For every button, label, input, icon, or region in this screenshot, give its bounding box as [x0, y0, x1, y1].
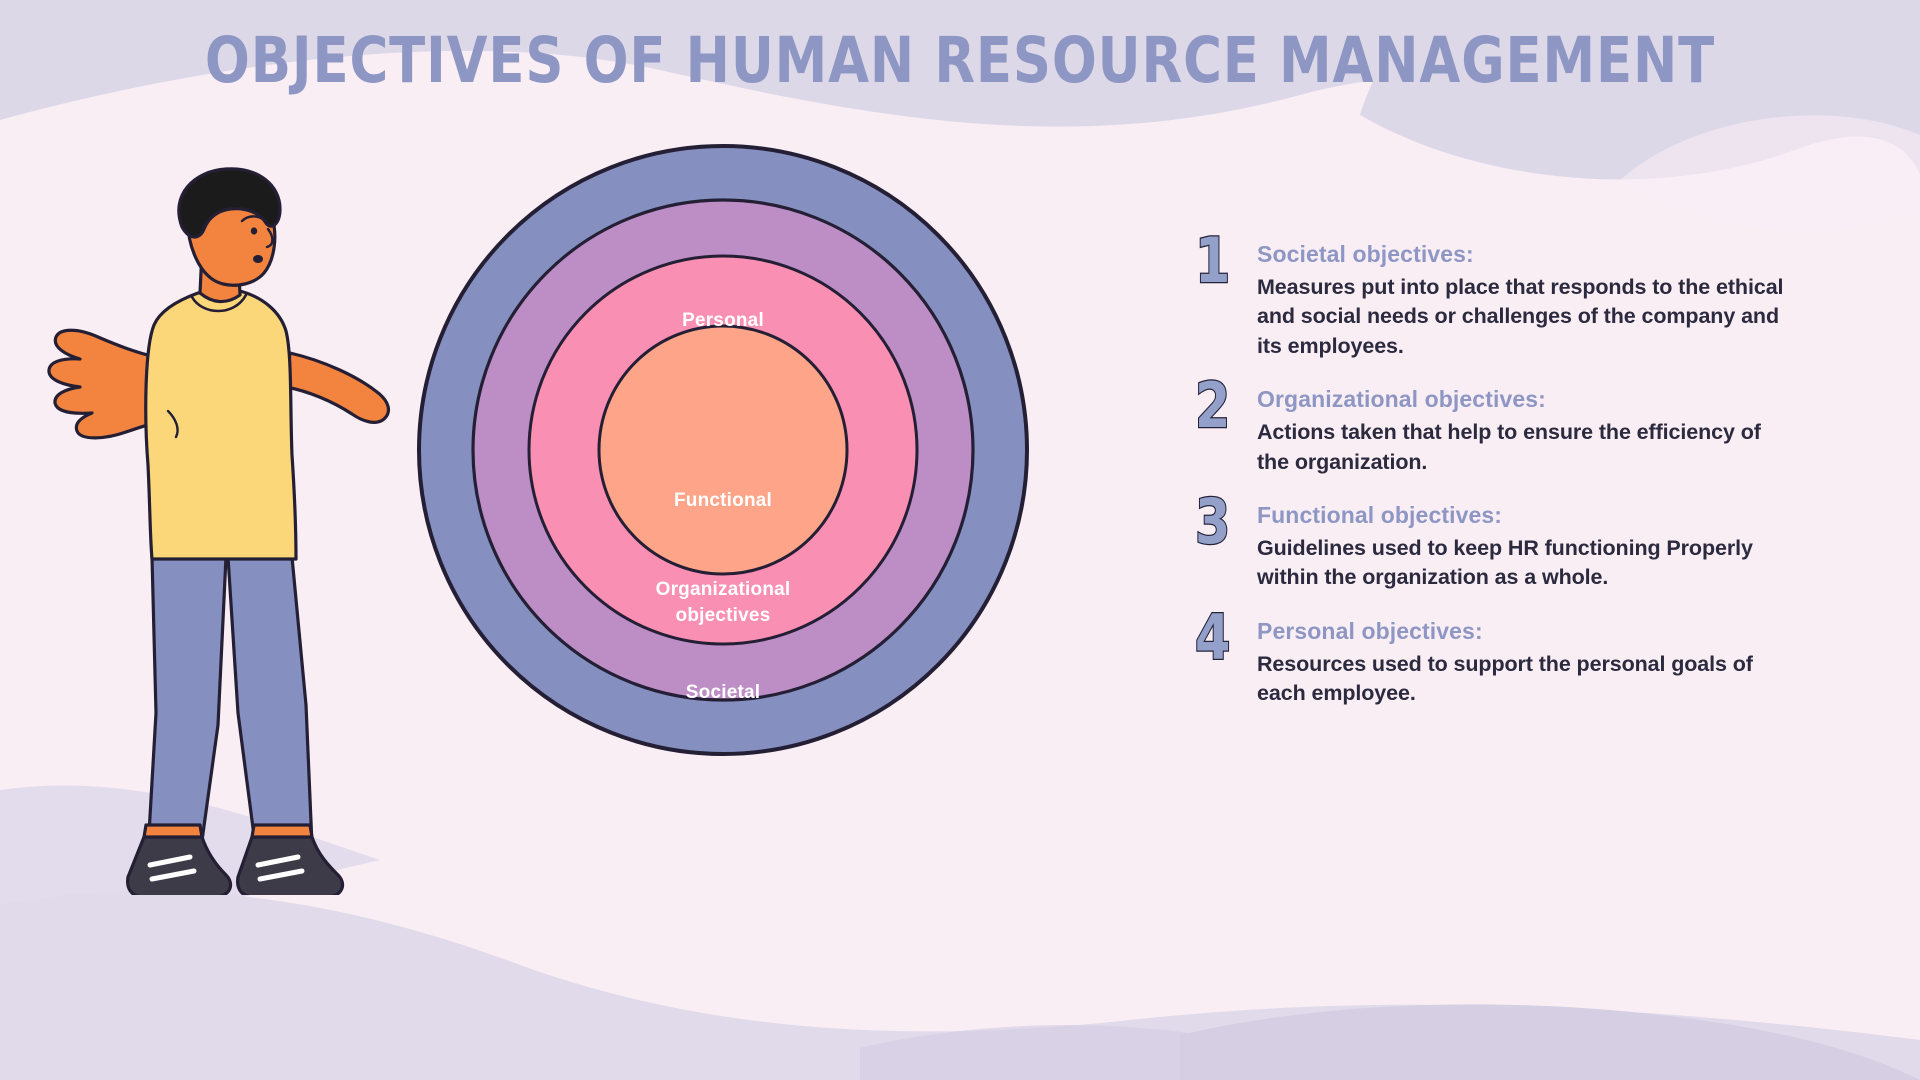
list-number-3: 3 — [1194, 485, 1231, 559]
hair — [177, 167, 282, 239]
mouth — [253, 255, 263, 263]
list-number-4: 4 — [1194, 600, 1231, 674]
list-text-1: Measures put into place that responds to… — [1257, 274, 1784, 358]
eyebrow — [240, 215, 266, 223]
list-text-4: Resources used to support the personal g… — [1257, 651, 1753, 706]
ring-circles-svg — [417, 144, 1029, 756]
list-item-body: Organizational objectives: Actions taken… — [1253, 385, 1795, 477]
right-arm — [284, 351, 391, 424]
eye — [250, 227, 258, 235]
list-number-2: 2 — [1194, 369, 1231, 443]
list-heading-2: Organizational objectives: — [1257, 386, 1546, 413]
page-title: OBJECTIVES OF HUMAN RESOURCE MANAGEMENT — [204, 24, 1716, 97]
pocket-detail — [166, 409, 179, 439]
list-item-body: Personal objectives: Resources used to s… — [1253, 617, 1795, 709]
left-shoe — [126, 835, 233, 895]
shirt — [144, 289, 298, 561]
list-text-2: Actions taken that help to ensure the ef… — [1257, 420, 1761, 474]
list-heading-4: Personal objectives: — [1257, 617, 1483, 644]
list-text-3: Guidelines used to keep HR functioning P… — [1257, 535, 1753, 590]
list-item-body: Functional objectives: Guidelines used t… — [1253, 501, 1795, 593]
list-heading-3: Functional objectives: — [1257, 502, 1503, 529]
list-item[interactable]: 3 Functional objectives: Guidelines used… — [1194, 489, 1795, 593]
right-shoe-toe — [250, 823, 314, 839]
list-number-1: 1 — [1194, 224, 1231, 297]
list-item[interactable]: 4 Personal objectives: Resources used to… — [1194, 605, 1795, 709]
ring-personal — [597, 324, 849, 576]
nose — [265, 227, 274, 249]
left-leg — [146, 555, 228, 857]
list-item[interactable]: 2 Organizational objectives: Actions tak… — [1194, 373, 1795, 477]
right-leg — [226, 555, 314, 853]
concentric-ring-diagram: Personal Functional Organizational objec… — [413, 140, 1033, 760]
objectives-list: 1 Societal objectives: Measures put into… — [1194, 228, 1795, 733]
left-shoe-toe — [142, 823, 204, 839]
person-illustration — [47, 167, 391, 895]
list-item[interactable]: 1 Societal objectives: Measures put into… — [1194, 228, 1795, 361]
list-heading-1: Societal objectives: — [1257, 241, 1474, 267]
list-item-body: Societal objectives: Measures put into p… — [1253, 240, 1795, 361]
right-shoe — [236, 835, 345, 895]
